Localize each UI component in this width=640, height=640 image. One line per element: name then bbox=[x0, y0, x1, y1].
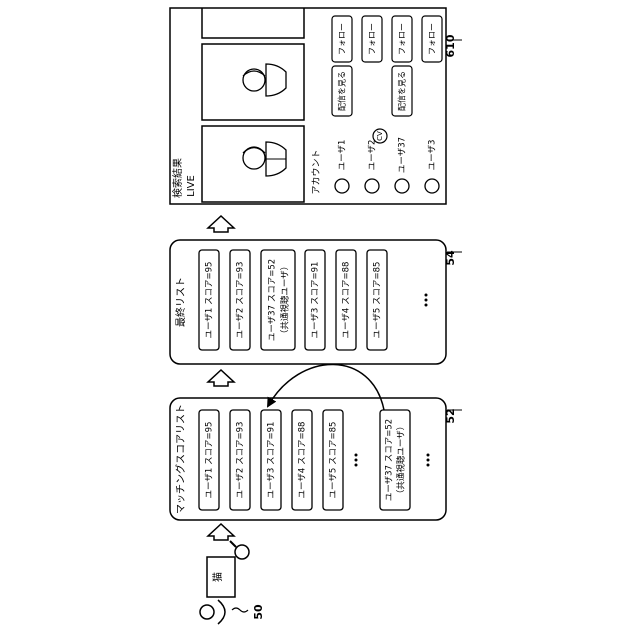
matching-score-list: マッチングスコアリスト ユーザ1 スコア=95 ユーザ2 スコア=93 ユーザ3 ス… bbox=[170, 364, 462, 520]
search-result-title: 検索結果 bbox=[171, 158, 184, 198]
flow-arrow-2 bbox=[208, 370, 234, 386]
list-item-label: ユーザ5 スコア=85 bbox=[329, 422, 339, 499]
account-name: ユーザ37 bbox=[398, 137, 408, 173]
list-item: ユーザ4 スコア=88 bbox=[292, 410, 312, 510]
search-result-screen: 検索結果 LIVE アカウント ユーザ1配信を見るフォローユーザ2フォローユー bbox=[170, 8, 462, 204]
list-item-label: ユーザ37 スコア=52 bbox=[268, 259, 278, 341]
ellipsis-icon bbox=[427, 454, 430, 467]
search-result-ref: 610 bbox=[444, 34, 457, 57]
account-name: ユーザ2 bbox=[368, 140, 378, 171]
list-item-label: ユーザ37 スコア=52 bbox=[385, 419, 395, 501]
ellipsis-icon bbox=[355, 454, 358, 467]
account-avatar-icon bbox=[365, 179, 379, 193]
query-text: 猫 bbox=[211, 572, 224, 582]
account-avatar-icon bbox=[335, 179, 349, 193]
list-item-label: ユーザ2 スコア=93 bbox=[236, 422, 246, 499]
list-item-sublabel: （共通視聴ユーザ） bbox=[396, 422, 407, 498]
view-stream-button[interactable]: 配信を見る bbox=[392, 66, 412, 116]
list-item-label: ユーザ2 スコア=93 bbox=[236, 262, 246, 339]
list-item-label: ユーザ1 スコア=95 bbox=[205, 262, 215, 339]
account-name: ユーザ1 bbox=[338, 140, 348, 171]
view-stream-label: 配信を見る bbox=[337, 71, 347, 111]
list-item: ユーザ1 スコア=95 bbox=[199, 410, 219, 510]
user-group: 50 bbox=[200, 600, 265, 624]
list-item: ユーザ1 スコア=95 bbox=[199, 250, 219, 350]
follow-button[interactable]: フォロー bbox=[362, 16, 382, 62]
list-item-label: ユーザ1 スコア=95 bbox=[205, 422, 215, 499]
follow-button[interactable]: フォロー bbox=[392, 16, 412, 62]
final-list-title: 最終リスト bbox=[174, 277, 187, 327]
list-item-label: ユーザ3 スコア=91 bbox=[311, 262, 321, 339]
view-stream-label: 配信を見る bbox=[397, 71, 407, 111]
follow-label: フォロー bbox=[428, 23, 437, 55]
list-item-sublabel: （共通視聴ユーザ） bbox=[280, 262, 291, 338]
account-name: ユーザ3 bbox=[428, 140, 438, 171]
list-item: ユーザ5 スコア=85 bbox=[323, 410, 343, 510]
ellipsis-icon bbox=[425, 294, 428, 307]
list-item-label: ユーザ5 スコア=85 bbox=[373, 262, 383, 339]
list-item-label: ユーザ4 スコア=88 bbox=[298, 422, 308, 499]
list-item: ユーザ37 スコア=52（共通視聴ユーザ） bbox=[261, 250, 295, 350]
follow-button[interactable]: フォロー bbox=[422, 16, 442, 62]
matching-list-ref: 52 bbox=[444, 408, 457, 423]
list-item-label: ユーザ4 スコア=88 bbox=[342, 262, 352, 339]
list-item-common-viewer: ユーザ37 スコア=52（共通視聴ユーザ） bbox=[380, 410, 410, 510]
stream-thumbnail-1[interactable] bbox=[202, 126, 304, 202]
stream-thumbnail-2[interactable] bbox=[202, 44, 304, 120]
user-ref-label: 50 bbox=[252, 604, 265, 620]
view-stream-button[interactable]: 配信を見る bbox=[332, 66, 352, 116]
list-item: ユーザ3 スコア=91 bbox=[305, 250, 325, 350]
list-item: ユーザ3 スコア=91 bbox=[261, 410, 281, 510]
follow-label: フォロー bbox=[338, 23, 347, 55]
list-item: ユーザ4 スコア=88 bbox=[336, 250, 356, 350]
cv-badge: CV bbox=[373, 129, 387, 143]
follow-label: フォロー bbox=[368, 23, 377, 55]
query-group: 猫 bbox=[207, 541, 249, 597]
user-icon bbox=[200, 600, 225, 624]
user-lead-line bbox=[232, 608, 248, 612]
account-section-label: アカウント bbox=[311, 149, 322, 194]
final-list: 最終リスト ユーザ1 スコア=95 ユーザ2 スコア=93 ユーザ37 スコア=52… bbox=[170, 240, 462, 364]
follow-button[interactable]: フォロー bbox=[332, 16, 352, 62]
svg-text:CV: CV bbox=[376, 131, 384, 141]
live-label: LIVE bbox=[186, 175, 197, 197]
flow-arrow-3 bbox=[208, 216, 234, 232]
list-item: ユーザ2 スコア=93 bbox=[230, 410, 250, 510]
account-avatar-icon bbox=[395, 179, 409, 193]
follow-label: フォロー bbox=[398, 23, 407, 55]
list-item: ユーザ2 スコア=93 bbox=[230, 250, 250, 350]
list-item: ユーザ5 スコア=85 bbox=[367, 250, 387, 350]
matching-list-title: マッチングスコアリスト bbox=[174, 404, 187, 514]
account-avatar-icon bbox=[425, 179, 439, 193]
list-item-label: ユーザ3 スコア=91 bbox=[267, 422, 277, 499]
flow-arrow-1 bbox=[208, 524, 234, 540]
